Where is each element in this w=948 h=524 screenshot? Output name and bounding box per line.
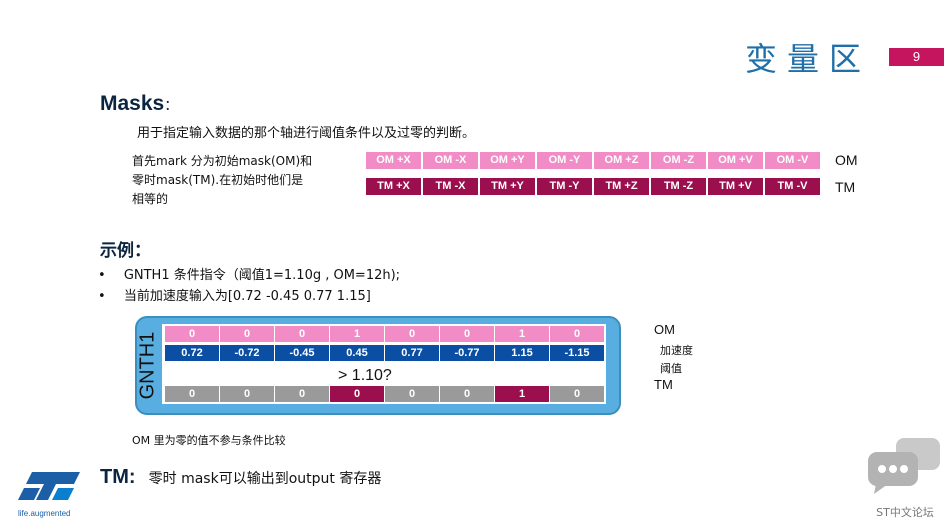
masks-intro-line1: 首先mark 分为初始mask(OM)和 xyxy=(132,154,313,168)
slide-title: 变量区 xyxy=(745,40,872,78)
example-tm-cell: 0 xyxy=(330,386,384,402)
masks-heading-colon: ： xyxy=(164,97,179,113)
masks-intro-line2: 零时mask(TM).在初始时他们是 xyxy=(132,173,304,187)
diagram-om-label: OM xyxy=(654,322,675,337)
example-acc-row: 0.72 -0.72 -0.45 0.45 0.77 -0.77 1.15 -1… xyxy=(165,345,604,361)
example-om-cell: 0 xyxy=(385,326,439,342)
tm-cell: TM +V xyxy=(708,178,763,195)
tm-cell: TM +Z xyxy=(594,178,649,195)
example-tm-cell: 0 xyxy=(220,386,274,402)
example-tm-cell: 0 xyxy=(275,386,329,402)
example-acc-cell: -0.72 xyxy=(220,345,274,361)
tm-note-label: TM: xyxy=(100,466,136,488)
tm-row-label: TM xyxy=(835,179,856,195)
example-tm-cell: 0 xyxy=(440,386,494,402)
tm-note-text: 零时 mask可以输出到output 寄存器 xyxy=(148,471,382,487)
example-om-cell: 0 xyxy=(165,326,219,342)
example-om-cell: 1 xyxy=(330,326,384,342)
logo-tagline: life.augmented xyxy=(18,509,71,518)
example-acc-cell: 0.45 xyxy=(330,345,384,361)
example-acc-cell: 0.72 xyxy=(165,345,219,361)
diagram-tm-label: TM xyxy=(654,377,673,392)
example-tm-cell: 1 xyxy=(495,386,549,402)
example-tm-cell: 0 xyxy=(385,386,439,402)
masks-heading: Masks： xyxy=(100,92,178,116)
chat-bubbles-icon xyxy=(868,438,940,494)
example-om-cell: 1 xyxy=(495,326,549,342)
page-number: 9 xyxy=(889,48,944,66)
bullet-2-text: 当前加速度输入为[0.72 -0.45 0.77 1.15] xyxy=(123,289,371,304)
masks-heading-text: Masks xyxy=(100,92,165,115)
threshold-compare-text: > 1.10? xyxy=(338,367,392,384)
tm-cell: TM -X xyxy=(423,178,478,195)
tm-mask-row: TM +X TM -X TM +Y TM -Y TM +Z TM -Z TM +… xyxy=(366,178,820,195)
om-cell: OM -V xyxy=(765,152,820,169)
example-heading: 示例： xyxy=(100,241,151,260)
om-zero-note: OM 里为零的值不参与条件比较 xyxy=(132,434,286,447)
st-logo-mark xyxy=(18,472,80,500)
example-om-row: 0 0 0 1 0 0 1 0 xyxy=(165,326,604,342)
bullet-1-text: GNTH1 条件指令（阈值1=1.10g , OM=12h); xyxy=(123,268,401,283)
forum-name: ST中文论坛 xyxy=(876,506,934,519)
example-om-cell: 0 xyxy=(275,326,329,342)
om-cell: OM +V xyxy=(708,152,763,169)
om-cell: OM +X xyxy=(366,152,421,169)
tm-cell: TM +Y xyxy=(480,178,535,195)
om-cell: OM +Z xyxy=(594,152,649,169)
example-tm-row: 0 0 0 0 0 0 1 0 xyxy=(165,386,604,402)
masks-intro-line3: 相等的 xyxy=(132,192,169,206)
example-tm-cell: 0 xyxy=(165,386,219,402)
tm-cell: TM -V xyxy=(765,178,820,195)
example-om-cell: 0 xyxy=(220,326,274,342)
example-om-cell: 0 xyxy=(440,326,494,342)
diagram-acc-label: 加速度 xyxy=(660,344,693,357)
example-acc-cell: -0.77 xyxy=(440,345,494,361)
tm-cell: TM +X xyxy=(366,178,421,195)
example-tm-cell: 0 xyxy=(550,386,604,402)
om-cell: OM -Z xyxy=(651,152,706,169)
bullet-2: • 当前加速度输入为[0.72 -0.45 0.77 1.15] xyxy=(98,285,371,304)
example-acc-cell: -0.45 xyxy=(275,345,329,361)
tm-output-note: TM: 零时 mask可以输出到output 寄存器 xyxy=(100,466,381,489)
tm-cell: TM -Y xyxy=(537,178,592,195)
bullet-dot: • xyxy=(98,289,106,304)
example-om-cell: 0 xyxy=(550,326,604,342)
masks-description: 用于指定输入数据的那个轴进行阈值条件以及过零的判断。 xyxy=(137,126,476,141)
om-cell: OM -Y xyxy=(537,152,592,169)
om-cell: OM -X xyxy=(423,152,478,169)
bullet-1: • GNTH1 条件指令（阈值1=1.10g , OM=12h); xyxy=(98,264,400,283)
example-acc-cell: 0.77 xyxy=(385,345,439,361)
tm-cell: TM -Z xyxy=(651,178,706,195)
om-mask-row: OM +X OM -X OM +Y OM -Y OM +Z OM -Z OM +… xyxy=(366,152,820,169)
bullet-dot: • xyxy=(98,268,106,283)
forum-watermark: ST中文论坛 xyxy=(866,436,944,519)
gnth1-vertical-label: GNTH1 xyxy=(136,331,159,400)
st-logo: life.augmented xyxy=(18,468,88,518)
diagram-threshold-label: 阈值 xyxy=(660,362,682,375)
om-row-label: OM xyxy=(835,152,858,168)
example-acc-cell: -1.15 xyxy=(550,345,604,361)
om-cell: OM +Y xyxy=(480,152,535,169)
example-acc-cell: 1.15 xyxy=(495,345,549,361)
